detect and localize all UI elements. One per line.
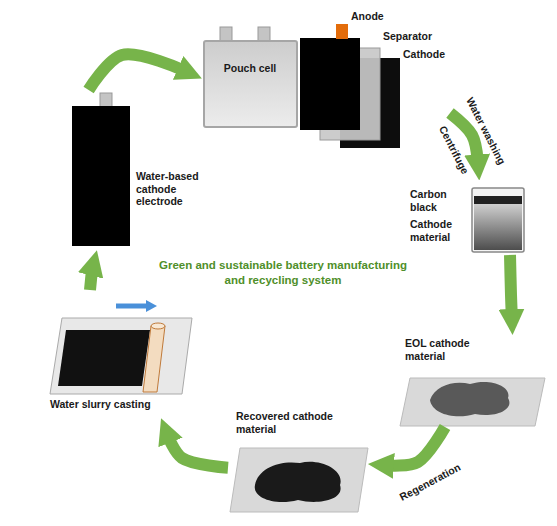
roller-end: [151, 323, 165, 329]
stage-label: Water slurry casting: [50, 398, 192, 411]
stage-label: Cathode: [403, 48, 445, 61]
direction-arrow: [116, 304, 146, 309]
stage-group: Carbon blackCathode material: [405, 180, 545, 255]
carbon-black-layer: [474, 196, 522, 204]
electrode-tab: [100, 93, 112, 107]
stage-label: Cathode material: [410, 218, 472, 243]
tray: [230, 448, 368, 512]
slurry-coating: [58, 330, 150, 386]
stage-group: Recovered cathode material: [228, 410, 368, 515]
tray: [400, 378, 545, 426]
diagram-title: Green and sustainable battery manufactur…: [148, 258, 418, 288]
stage-label: Carbon black: [410, 188, 470, 213]
anode-tab: [336, 24, 348, 39]
process-arrow: [168, 437, 228, 468]
electrode-sheet: [72, 106, 130, 246]
stage-label: Separator: [383, 30, 432, 43]
stage-label: Recovered cathode material: [236, 410, 356, 435]
stage-label: Pouch cell: [205, 62, 295, 75]
doctor-blade-roller: [143, 326, 165, 392]
stage-group: Water slurry casting: [45, 290, 195, 420]
stage-label: EOL cathode material: [405, 337, 495, 362]
process-arrow: [89, 54, 184, 90]
stage-group: AnodeSeparatorCathode: [298, 8, 450, 148]
anode-sheet: [300, 38, 360, 130]
cathode-material-layer: [474, 204, 522, 250]
stage-label: Water-based cathode electrode: [136, 170, 200, 208]
beaker-glass: [472, 188, 524, 252]
process-arrow: [388, 427, 445, 466]
stage-group: EOL cathode material: [400, 335, 550, 427]
stage-label: Anode: [351, 10, 384, 23]
process-arrow: [90, 270, 92, 290]
powder-pile: [255, 462, 341, 502]
pouch-cell-box: Pouch cell: [203, 40, 298, 128]
process-arrow: [510, 255, 512, 315]
powder-pile: [430, 382, 509, 416]
direction-arrowhead: [146, 300, 157, 312]
stage-group: Water-based cathode electrode: [60, 90, 203, 250]
casting-bed: [50, 318, 192, 394]
